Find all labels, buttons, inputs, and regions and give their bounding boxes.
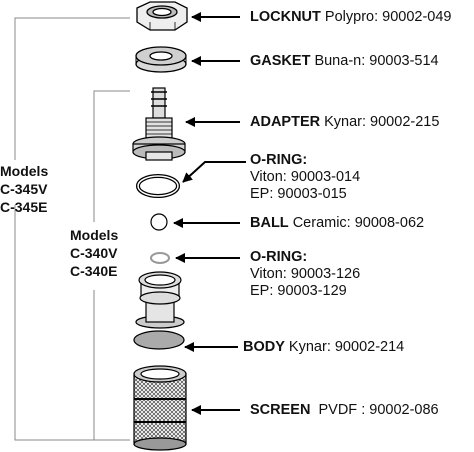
inner-model-1: C-340V — [70, 245, 118, 261]
gasket-part — [135, 46, 187, 73]
ball-name: BALL — [250, 215, 289, 231]
outer-models-label: Models C-345V C-345E — [0, 162, 48, 216]
adapter-label: ADAPTER Kynar: 90002-215 — [250, 114, 439, 131]
o-ring-2-part — [150, 252, 170, 264]
o-ring-2-viton: Viton: 90003-126 — [250, 266, 361, 282]
o-ring-2-ep: EP: 90003-129 — [250, 283, 347, 299]
inner-model-2: C-340E — [70, 263, 118, 279]
screen-label: SCREEN PVDF : 90002-086 — [250, 402, 439, 419]
outer-model-2: C-345E — [0, 199, 48, 215]
outer-models-bracket — [14, 17, 130, 441]
adapter-part — [132, 87, 186, 161]
o-ring-1-ep: EP: 90003-015 — [250, 186, 347, 202]
body-spec: Kynar: 90002-214 — [284, 339, 405, 355]
o-ring-1-arrow — [182, 161, 246, 183]
o-ring-2-label: O-RING: Viton: 90003-126 EP: 90003-129 — [250, 249, 360, 300]
ball-part — [150, 213, 168, 231]
o-ring-1-label: O-RING: Viton: 90003-014 EP: 90003-015 — [250, 152, 360, 203]
locknut-name: LOCKNUT — [250, 9, 321, 25]
screen-part — [133, 365, 187, 451]
locknut-part — [136, 1, 188, 31]
screen-name: SCREEN — [250, 402, 311, 418]
ball-label: BALL Ceramic: 90008-062 — [250, 215, 424, 232]
adapter-spec: Kynar: 90002-215 — [320, 114, 440, 130]
screen-spec: PVDF : 90002-086 — [310, 402, 439, 418]
o-ring-1-name: O-RING: — [250, 152, 308, 168]
ball-spec: Ceramic: 90008-062 — [288, 215, 425, 231]
o-ring-2-name: O-RING: — [250, 249, 308, 265]
locknut-label: LOCKNUT Polypro: 90002-049 — [250, 9, 451, 26]
locknut-spec: Polypro: 90002-049 — [320, 9, 452, 25]
gasket-name: GASKET — [250, 53, 311, 69]
outer-models-heading: Models — [0, 163, 49, 179]
inner-models-bracket — [93, 90, 130, 440]
body-label: BODY Kynar: 90002-214 — [243, 339, 404, 356]
gasket-label: GASKET Buna-n: 90003-514 — [250, 53, 439, 70]
outer-model-1: C-345V — [0, 181, 48, 197]
body-name: BODY — [243, 339, 285, 355]
adapter-name: ADAPTER — [250, 114, 321, 130]
leader-arrows — [173, 12, 246, 415]
gasket-spec: Buna-n: 90003-514 — [310, 53, 439, 69]
o-ring-1-viton: Viton: 90003-014 — [250, 169, 361, 185]
body-part — [133, 271, 185, 350]
o-ring-1-part — [136, 174, 180, 198]
inner-models-label: Models C-340V C-340E — [70, 226, 118, 280]
inner-models-heading: Models — [70, 227, 119, 243]
